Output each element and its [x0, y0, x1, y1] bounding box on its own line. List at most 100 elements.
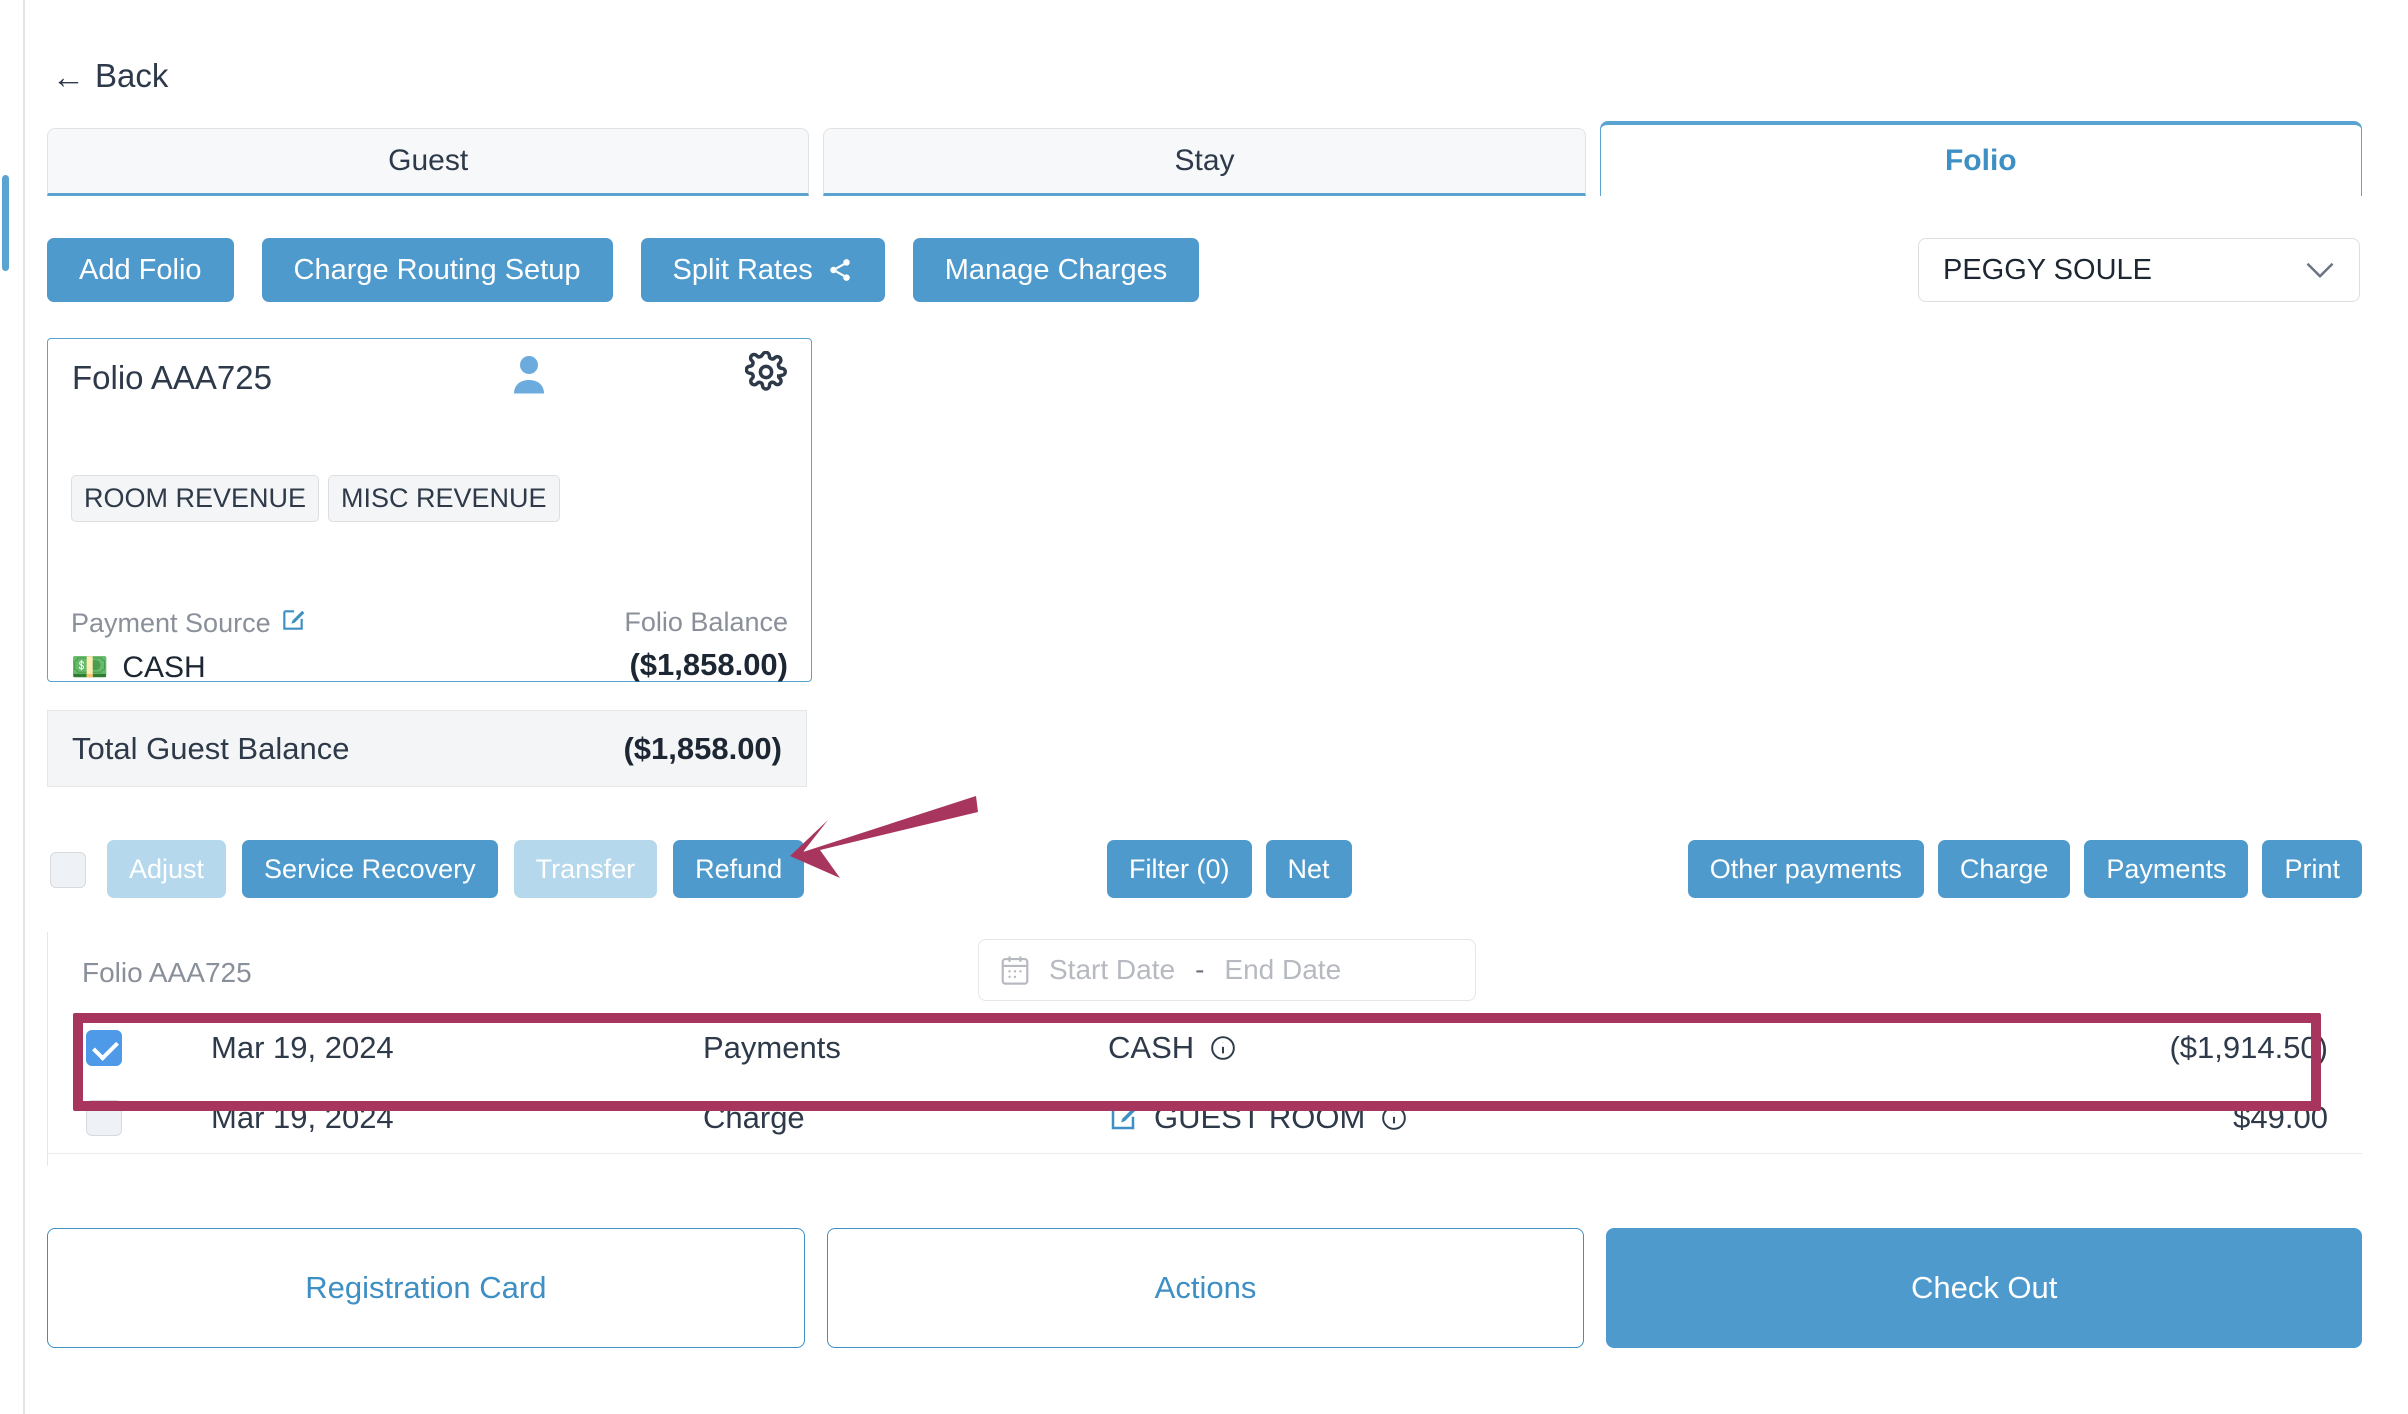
row-amount: $49.00 [2233, 1100, 2328, 1135]
tab-stay[interactable]: Stay [823, 128, 1586, 196]
info-icon[interactable] [1210, 1035, 1236, 1061]
row-date: Mar 19, 2024 [211, 1100, 394, 1135]
revenue-tag-misc[interactable]: MISC REVENUE [328, 475, 560, 522]
tab-bar: Guest Stay Folio [47, 121, 2362, 196]
edit-icon[interactable] [1108, 1103, 1138, 1133]
charge-routing-setup-button[interactable]: Charge Routing Setup [261, 238, 613, 302]
row-amount: ($1,914.50) [2169, 1029, 2328, 1065]
table-row[interactable]: Mar 19, 2024 Charge GUEST ROOM $49 [48, 1083, 2362, 1154]
payments-label: Payments [2106, 853, 2227, 884]
adjust-button[interactable]: Adjust [107, 840, 227, 898]
guest-select-value: PEGGY SOULE [1943, 253, 2152, 286]
transaction-toolbar-right: Other payments Charge Payments Print [1687, 840, 2362, 898]
folio-balance-value: ($1,858.00) [629, 647, 788, 682]
back-label: Back [95, 57, 169, 94]
row-description-group: GUEST ROOM [1108, 1100, 1407, 1136]
info-icon[interactable] [1381, 1105, 1407, 1131]
tab-guest[interactable]: Guest [47, 128, 810, 196]
check-out-label: Check Out [1910, 1270, 2058, 1305]
transaction-toolbar-left: Adjust Service Recovery Transfer Refund [107, 840, 805, 898]
chevron-down-icon [2305, 255, 2335, 286]
edit-icon[interactable] [280, 607, 306, 640]
select-all-checkbox[interactable] [50, 852, 86, 888]
folio-card: Folio AAA725 ROOM REVENUE MISC REVENUE P… [47, 338, 812, 685]
charge-routing-setup-label: Charge Routing Setup [293, 253, 581, 286]
transfer-label: Transfer [535, 853, 636, 884]
filter-button[interactable]: Filter (0) [1107, 840, 1252, 898]
total-guest-balance: Total Guest Balance ($1,858.00) [47, 710, 807, 787]
folio-card-header: Folio AAA725 [48, 339, 811, 417]
refund-button[interactable]: Refund [673, 840, 805, 898]
filter-label: Filter (0) [1129, 853, 1230, 884]
tab-folio[interactable]: Folio [1599, 121, 2362, 196]
split-rates-label: Split Rates [672, 253, 813, 286]
payments-button[interactable]: Payments [2084, 840, 2249, 898]
person-icon [511, 352, 547, 401]
money-icon: 💵 [71, 651, 109, 684]
tab-stay-label: Stay [1174, 144, 1235, 177]
other-payments-label: Other payments [1709, 853, 1902, 884]
check-out-button[interactable]: Check Out [1606, 1228, 2363, 1348]
add-folio-button[interactable]: Add Folio [47, 238, 234, 302]
end-date-input[interactable]: End Date [1224, 954, 1342, 985]
row-type: Charge [703, 1100, 805, 1135]
revenue-tag-list: ROOM REVENUE MISC REVENUE [71, 475, 560, 522]
row-description-group: CASH [1108, 1030, 1236, 1066]
payment-source-value-group: 💵 CASH [71, 651, 206, 685]
calendar-icon [1001, 955, 1029, 985]
revenue-tag-room[interactable]: ROOM REVENUE [71, 475, 320, 522]
other-payments-button[interactable]: Other payments [1687, 840, 1924, 898]
row-date: Mar 19, 2024 [211, 1029, 394, 1065]
transactions-folio-label: Folio AAA725 [82, 957, 252, 988]
folio-card-title: Folio AAA725 [72, 359, 272, 396]
guest-select[interactable]: PEGGY SOULE [1918, 238, 2360, 302]
page-left-rail [23, 0, 25, 1414]
transaction-toolbar: Adjust Service Recovery Transfer Refund … [47, 840, 2362, 902]
split-rates-button[interactable]: Split Rates [640, 238, 885, 302]
payment-source-value: CASH [122, 651, 206, 684]
row-checkbox[interactable] [86, 1100, 122, 1136]
charge-button[interactable]: Charge [1937, 840, 2071, 898]
row-type: Payments [703, 1029, 841, 1065]
service-recovery-label: Service Recovery [264, 853, 476, 884]
back-link[interactable]: ← Back [52, 57, 168, 95]
net-label: Net [1287, 853, 1330, 884]
tab-guest-label: Guest [388, 144, 469, 177]
date-range-filter[interactable]: Start Date - End Date [978, 939, 1476, 1001]
manage-charges-label: Manage Charges [944, 253, 1168, 286]
actions-button[interactable]: Actions [826, 1228, 1585, 1348]
add-folio-label: Add Folio [79, 253, 202, 286]
service-recovery-button[interactable]: Service Recovery [242, 840, 498, 898]
actions-label: Actions [1154, 1270, 1257, 1305]
print-button[interactable]: Print [2262, 840, 2362, 898]
manage-charges-button[interactable]: Manage Charges [912, 238, 1200, 302]
folio-balance-label: Folio Balance [624, 607, 788, 637]
adjust-label: Adjust [129, 853, 205, 884]
table-row[interactable]: Mar 19, 2024 Payments CASH ($1,914.50) [48, 1012, 2362, 1083]
row-description: GUEST ROOM [1154, 1100, 1366, 1135]
payment-source-label-group: Payment Source [71, 607, 306, 640]
vertical-scrollbar-thumb[interactable] [2, 175, 9, 271]
charge-label: Charge [1959, 853, 2049, 884]
refund-label: Refund [695, 853, 783, 884]
share-icon [827, 257, 853, 283]
payment-source-label: Payment Source [71, 608, 271, 638]
transaction-toolbar-mid: Filter (0) Net [1107, 840, 1352, 898]
date-range-separator: - [1195, 954, 1205, 985]
row-checkbox[interactable] [86, 1029, 122, 1066]
print-label: Print [2284, 853, 2340, 884]
transactions-panel: Folio AAA725 Start Date - End Date [47, 932, 2362, 1166]
total-guest-balance-value: ($1,858.00) [623, 730, 782, 766]
tab-folio-label: Folio [1944, 143, 2017, 177]
gear-icon[interactable] [744, 350, 787, 398]
start-date-input[interactable]: Start Date [1049, 954, 1176, 985]
transactions-panel-header: Folio AAA725 Start Date - End Date [48, 932, 2362, 1012]
total-guest-balance-label: Total Guest Balance [72, 730, 350, 766]
net-button[interactable]: Net [1265, 840, 1352, 898]
registration-card-button[interactable]: Registration Card [47, 1228, 805, 1348]
arrow-left-icon: ← [52, 57, 85, 95]
footer-actions: Registration Card Actions Check Out [47, 1228, 2363, 1348]
row-description: CASH [1108, 1029, 1195, 1065]
transfer-button[interactable]: Transfer [513, 840, 658, 898]
